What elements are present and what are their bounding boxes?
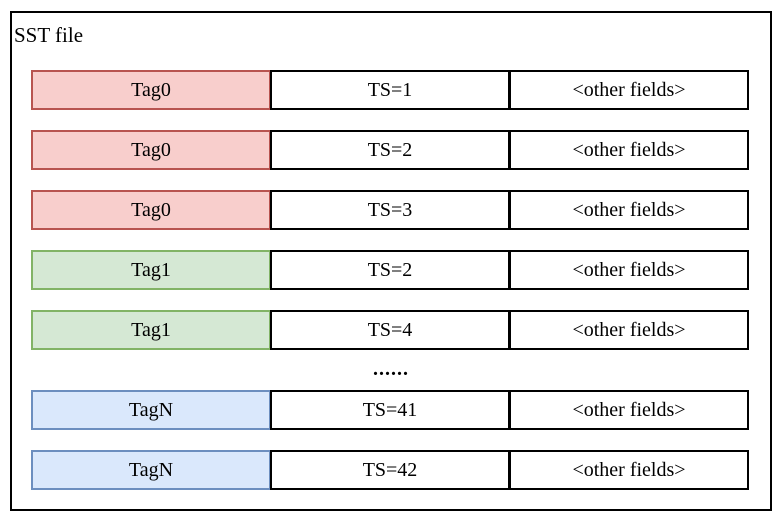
record-row: Tag0 TS=1 <other fields> bbox=[31, 70, 751, 110]
other-fields-cell: <other fields> bbox=[509, 130, 749, 170]
timestamp-cell: TS=1 bbox=[270, 70, 510, 110]
record-row: Tag0 TS=3 <other fields> bbox=[31, 190, 751, 230]
other-fields-cell: <other fields> bbox=[509, 70, 749, 110]
timestamp-cell: TS=4 bbox=[270, 310, 510, 350]
tag-cell: Tag0 bbox=[31, 190, 271, 230]
tag-cell: Tag1 bbox=[31, 310, 271, 350]
tag-cell: Tag1 bbox=[31, 250, 271, 290]
timestamp-cell: TS=2 bbox=[270, 250, 510, 290]
record-row: Tag1 TS=4 <other fields> bbox=[31, 310, 751, 350]
timestamp-cell: TS=41 bbox=[270, 390, 510, 430]
sst-file-title: SST file bbox=[14, 23, 84, 47]
tag-cell: Tag0 bbox=[31, 70, 271, 110]
record-row: TagN TS=41 <other fields> bbox=[31, 390, 751, 430]
tag-cell: TagN bbox=[31, 390, 271, 430]
tag-cell: TagN bbox=[31, 450, 271, 490]
ellipsis-more-records: ...... bbox=[373, 358, 409, 380]
record-row: Tag0 TS=2 <other fields> bbox=[31, 130, 751, 170]
timestamp-cell: TS=3 bbox=[270, 190, 510, 230]
other-fields-cell: <other fields> bbox=[509, 190, 749, 230]
timestamp-cell: TS=2 bbox=[270, 130, 510, 170]
other-fields-cell: <other fields> bbox=[509, 250, 749, 290]
record-row: TagN TS=42 <other fields> bbox=[31, 450, 751, 490]
tag-cell: Tag0 bbox=[31, 130, 271, 170]
other-fields-cell: <other fields> bbox=[509, 390, 749, 430]
record-row: Tag1 TS=2 <other fields> bbox=[31, 250, 751, 290]
timestamp-cell: TS=42 bbox=[270, 450, 510, 490]
other-fields-cell: <other fields> bbox=[509, 450, 749, 490]
other-fields-cell: <other fields> bbox=[509, 310, 749, 350]
